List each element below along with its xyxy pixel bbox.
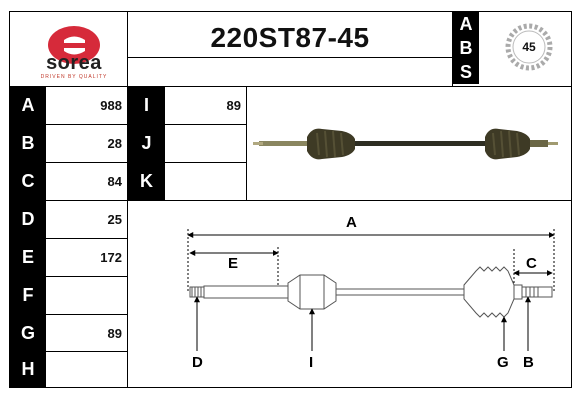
diagram-label-i: I bbox=[309, 354, 314, 371]
brand-logo bbox=[10, 12, 127, 86]
dimension-value-d: 25 bbox=[107, 212, 122, 227]
abs-letter-s: S bbox=[453, 60, 479, 84]
dimension-label-j: J bbox=[128, 125, 165, 162]
dimension-value-b: 28 bbox=[107, 136, 122, 151]
dimension-label-e: E bbox=[10, 239, 46, 276]
row-divider bbox=[10, 238, 127, 239]
dimension-label-h: H bbox=[10, 352, 46, 387]
dimension-value-g: 89 bbox=[107, 325, 122, 341]
diagram-label-e: E bbox=[228, 255, 239, 272]
row-divider bbox=[10, 200, 127, 201]
dimension-diagram bbox=[187, 229, 555, 351]
table-right-border bbox=[127, 87, 128, 387]
dimension-value-j bbox=[165, 125, 246, 162]
dimension-label-g: G bbox=[10, 315, 46, 351]
middle-table-right-border bbox=[246, 87, 247, 200]
dimension-value-a: 988 bbox=[100, 98, 122, 113]
diagram-label-d: D bbox=[192, 354, 203, 371]
diagram-label-c: C bbox=[526, 255, 537, 272]
row-divider bbox=[10, 351, 127, 352]
diagram-label-b: B bbox=[523, 354, 534, 371]
outer-frame bbox=[9, 11, 572, 388]
dimension-value-e: 172 bbox=[100, 250, 122, 265]
header-bottom-line bbox=[10, 86, 572, 87]
header-divider-2 bbox=[452, 12, 453, 86]
diagram-label-g: G bbox=[497, 354, 509, 371]
row-divider bbox=[128, 200, 572, 201]
dimension-value-i: 89 bbox=[226, 98, 241, 113]
abs-ring-icon bbox=[505, 23, 553, 71]
dimension-label-f: F bbox=[10, 277, 46, 314]
row-divider bbox=[10, 124, 127, 125]
dimension-label-b: B bbox=[10, 125, 46, 162]
part-number-title: 220ST87-45 bbox=[210, 22, 370, 53]
diagram-label-a: A bbox=[346, 214, 357, 231]
sorea-logo-icon bbox=[48, 26, 100, 64]
dimension-value-f bbox=[46, 277, 127, 314]
brand-name: sorea bbox=[46, 52, 102, 74]
dimension-label-d: D bbox=[10, 201, 46, 238]
abs-teeth-count: 45 bbox=[522, 40, 536, 54]
row-divider bbox=[10, 314, 127, 315]
dimension-value-k bbox=[165, 163, 246, 200]
dimension-label-i: I bbox=[128, 87, 165, 124]
title-underline bbox=[128, 57, 452, 58]
dimension-value-h bbox=[46, 352, 127, 387]
shaft-outline-icon bbox=[189, 266, 553, 318]
dimension-label-a: A bbox=[10, 87, 46, 124]
row-divider bbox=[10, 276, 127, 277]
dimension-label-k: K bbox=[128, 163, 165, 200]
row-divider bbox=[128, 124, 246, 125]
header-divider-1 bbox=[127, 12, 128, 86]
abs-letter-a: A bbox=[453, 12, 479, 36]
brand-tagline: DRIVEN BY QUALITY bbox=[40, 74, 108, 80]
row-divider bbox=[10, 162, 127, 163]
dimension-label-c: C bbox=[10, 163, 46, 200]
row-divider bbox=[128, 162, 246, 163]
dimension-value-c: 84 bbox=[107, 174, 122, 189]
abs-letter-b: B bbox=[453, 36, 479, 60]
drive-shaft-icon bbox=[253, 128, 558, 160]
drive-shaft-photo bbox=[253, 128, 558, 160]
